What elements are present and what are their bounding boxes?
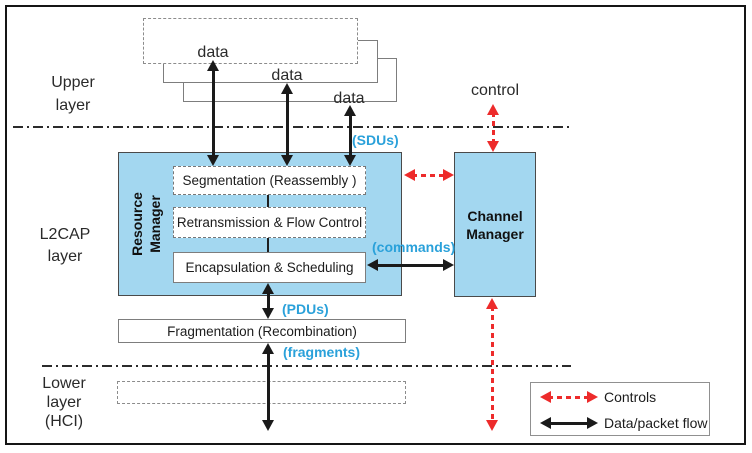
module-connector-2 [267,238,269,252]
upper-data-box-1 [143,18,358,64]
pdus-arrow [262,283,274,319]
encapsulation-module: Encapsulation & Scheduling [173,252,366,283]
diagram-border [5,5,746,445]
channel-manager-block: Channel Manager [454,152,536,297]
channel-manager-title: Channel Manager [466,207,524,243]
fragments-arrow [262,343,274,431]
arrowhead-down-icon [487,141,499,152]
channel-manager-title-line2: Manager [466,225,524,242]
data-label-2: data [271,67,303,84]
arrow-shaft [266,351,270,423]
arrowhead-down-icon [486,420,498,431]
data-flow-arrow-2 [281,83,293,166]
arrowhead-left-icon [540,391,551,403]
arrowhead-down-icon [262,420,274,431]
arrow-shaft [285,91,289,158]
data-flow-arrow-3 [344,105,356,166]
l2cap-layer-label-line2: layer [47,248,83,265]
arrow-shaft [375,263,446,267]
upper-layer-label: Upper layer [33,71,113,117]
module-connector-1 [267,195,269,207]
l2cap-layer-label: L2CAP layer [25,224,105,268]
lower-layer-label-line3: (HCI) [44,413,84,430]
upper-layer-label-line1: Upper [51,74,95,91]
fragments-label: (fragments) [283,344,361,360]
l2cap-lower-boundary-line [42,365,571,367]
commands-arrow [367,259,454,271]
arrowhead-up-icon [262,343,274,354]
arrowhead-down-icon [262,308,274,319]
segmentation-module: Segmentation (Reassembly ) [173,166,366,195]
arrowhead-right-icon [587,417,598,429]
lower-layer-label-line2: layer [46,394,82,411]
l2cap-layer-label-line1: L2CAP [39,226,91,243]
lower-layer-label-line1: Lower [42,375,86,392]
arrowhead-right-icon [443,259,454,271]
upper-layer-label-line2: layer [55,97,91,114]
arrow-shaft [412,173,446,177]
control-arrow-bottom [486,298,498,431]
arrowhead-up-icon [344,105,356,116]
data-label-3: data [333,90,365,107]
arrow-shaft [266,291,270,311]
arrowhead-right-icon [443,169,454,181]
legend-dataflow-arrow-icon [540,417,598,429]
resource-manager-title-line2: Manager [147,195,163,253]
arrow-shaft [490,306,494,423]
fragmentation-box: Fragmentation (Recombination) [118,319,406,343]
channel-manager-title-line1: Channel [467,207,523,224]
lower-layer-box [117,381,406,404]
arrow-shaft [491,112,495,144]
arrowhead-right-icon [587,391,598,403]
legend-controls-label: Controls [604,389,657,405]
arrowhead-up-icon [207,60,219,71]
arrow-shaft [548,395,590,399]
arrowhead-left-icon [404,169,415,181]
data-label-1: data [197,44,229,61]
pdus-label: (PDUs) [282,301,329,317]
arrowhead-up-icon [262,283,274,294]
sdus-label: (SDUs) [352,132,399,148]
controls-arrow-mid [404,169,454,181]
control-arrow-top [487,104,499,152]
legend-controls-arrow-icon [540,391,598,403]
arrowhead-left-icon [367,259,378,271]
arrow-shaft [548,421,590,425]
arrow-shaft [348,113,352,158]
legend-dataflow-label: Data/packet flow [604,415,708,431]
upper-l2cap-boundary-line [13,126,571,128]
arrowhead-up-icon [486,298,498,309]
arrowhead-down-icon [207,155,219,166]
arrowhead-left-icon [540,417,551,429]
data-flow-arrow-1 [207,60,219,166]
lower-layer-label: Lower layer (HCI) [24,374,104,431]
resource-manager-title-line1: Resource [129,192,145,256]
commands-label: (commands) [372,239,456,255]
arrowhead-down-icon [344,155,356,166]
arrow-shaft [211,68,215,158]
arrowhead-down-icon [281,155,293,166]
arrowhead-up-icon [487,104,499,115]
retransmission-module: Retransmission & Flow Control [173,207,366,238]
control-label: control [470,82,520,99]
arrowhead-up-icon [281,83,293,94]
legend-box [530,382,710,436]
resource-manager-title: Resource Manager [126,156,166,292]
